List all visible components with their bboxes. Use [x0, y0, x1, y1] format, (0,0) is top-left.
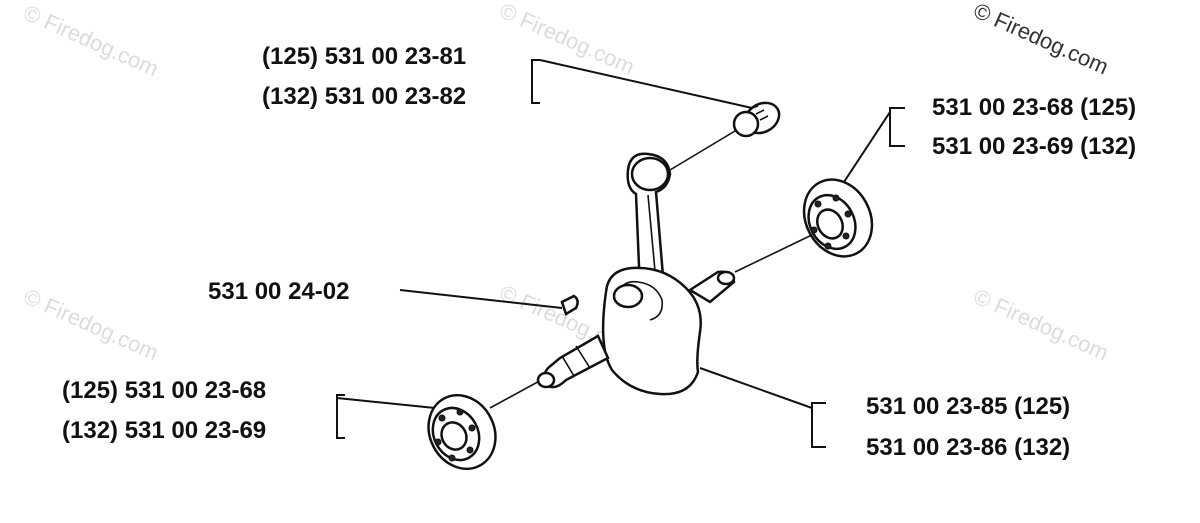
- watermark-main: © Firedog.com: [970, 0, 1112, 79]
- label-crankshaft-125: 531 00 23-85 (125): [866, 393, 1070, 420]
- label-needle-bearing-125: (125) 531 00 23-81: [262, 43, 466, 70]
- label-key: 531 00 24-02: [208, 278, 349, 305]
- ball-bearing-left-part: [427, 393, 497, 471]
- leader-needle-bearing: [531, 59, 753, 109]
- ball-bearing-right-part: [802, 178, 874, 258]
- watermark-top-center: © Firedog.com: [496, 0, 638, 79]
- connecting-rod-part: [626, 152, 672, 294]
- watermark-mid-left: © Firedog.com: [20, 284, 162, 366]
- needle-bearing-part: [732, 101, 781, 138]
- watermark-top-left: © Firedog.com: [20, 0, 162, 81]
- axis-line-left: [489, 377, 546, 409]
- label-crankshaft-132: 531 00 23-86 (132): [866, 434, 1070, 461]
- part-labels: (125) 531 00 23-81 (132) 531 00 23-82 53…: [62, 43, 1136, 461]
- label-needle-bearing-132: (132) 531 00 23-82: [262, 83, 466, 110]
- crankshaft-part: [536, 266, 736, 396]
- label-bearing-left-132: (132) 531 00 23-69: [62, 417, 266, 444]
- leader-key: [399, 289, 563, 309]
- axis-line-pin: [669, 127, 741, 171]
- watermark-mid-right: © Firedog.com: [970, 284, 1112, 366]
- label-bearing-right-125: 531 00 23-68 (125): [932, 94, 1136, 121]
- leader-bearing-right: [841, 107, 905, 186]
- axis-line-right: [734, 231, 819, 273]
- woodruff-key-part: [560, 294, 579, 316]
- leader-lines: [336, 59, 905, 448]
- ball-bearing-right-balls: [810, 194, 852, 250]
- leader-crankshaft: [699, 367, 826, 448]
- ball-bearing-left-balls: [434, 408, 476, 462]
- leader-bearing-left: [336, 394, 436, 439]
- label-bearing-left-125: (125) 531 00 23-68: [62, 377, 266, 404]
- label-bearing-right-132: 531 00 23-69 (132): [932, 133, 1136, 160]
